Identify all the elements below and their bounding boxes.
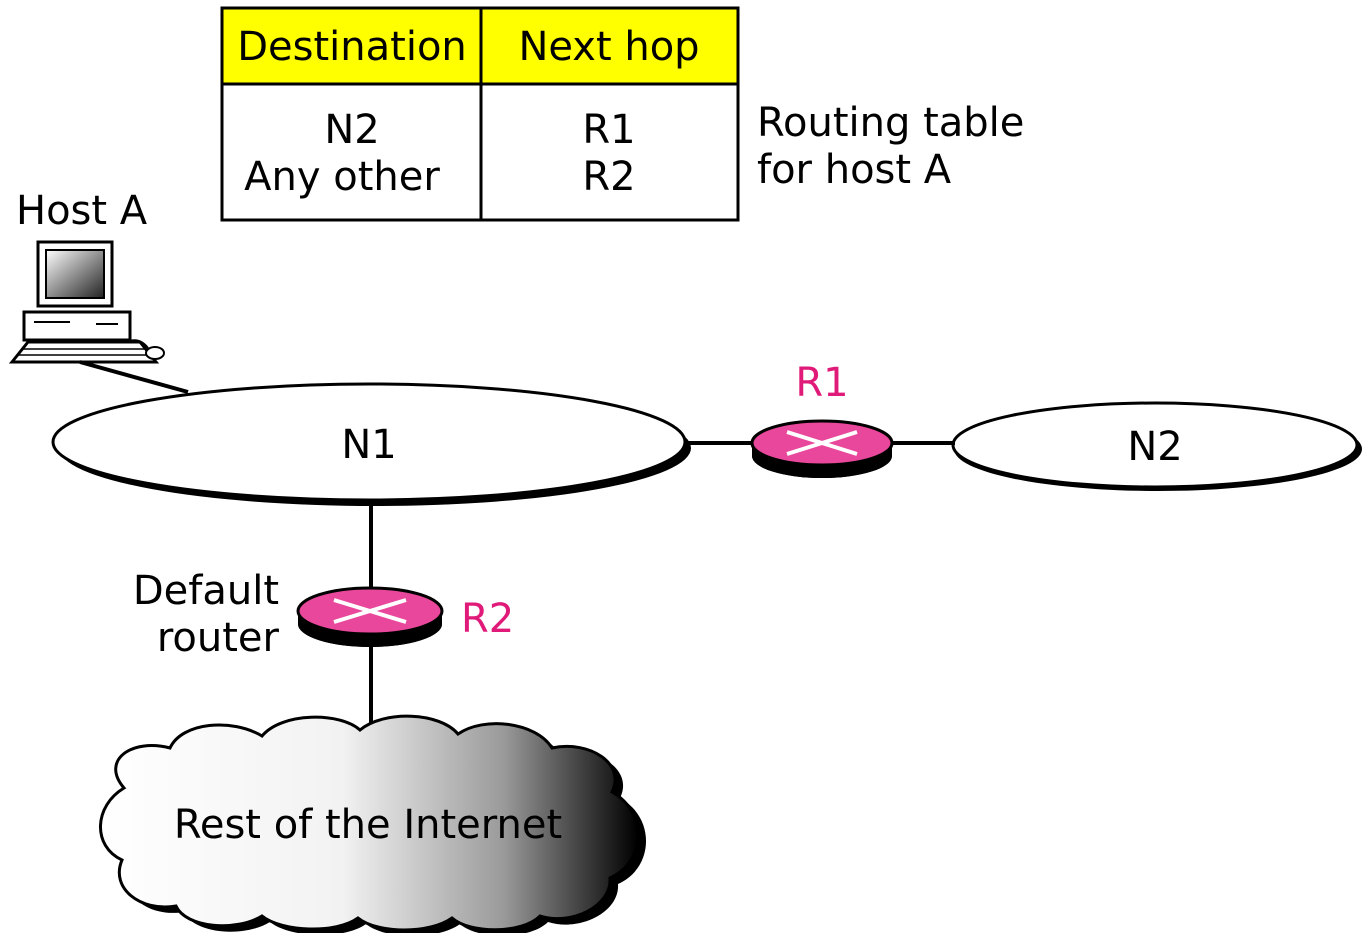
network-n2-label: N2 [1127,424,1182,470]
network-n1-label: N1 [341,422,396,468]
default-router-line1: Default [133,568,279,614]
table-caption-line1: Routing table [757,100,1024,146]
routing-table: Destination Next hop N2 R1 Any other R2 [220,6,740,222]
host-a-label: Host A [16,188,148,234]
header-destination: Destination [237,24,467,70]
row1-destination: N2 [324,107,379,153]
computer-icon [8,240,165,364]
network-n1 [51,382,691,506]
router-r1-label: R1 [795,360,848,406]
row2-destination: Any other [244,154,440,200]
internet-cloud-icon [99,714,646,933]
internet-cloud-label: Rest of the Internet [174,802,562,848]
router-r2-label: R2 [461,596,514,642]
table-caption-line2: for host A [757,147,952,193]
row1-next-hop: R1 [582,107,635,153]
default-router-line2: router [157,615,280,661]
router-r1-icon [750,419,894,478]
header-next-hop: Next hop [518,24,699,70]
router-r2-icon [296,586,444,647]
row2-next-hop: R2 [582,154,635,200]
host-link [79,360,189,394]
